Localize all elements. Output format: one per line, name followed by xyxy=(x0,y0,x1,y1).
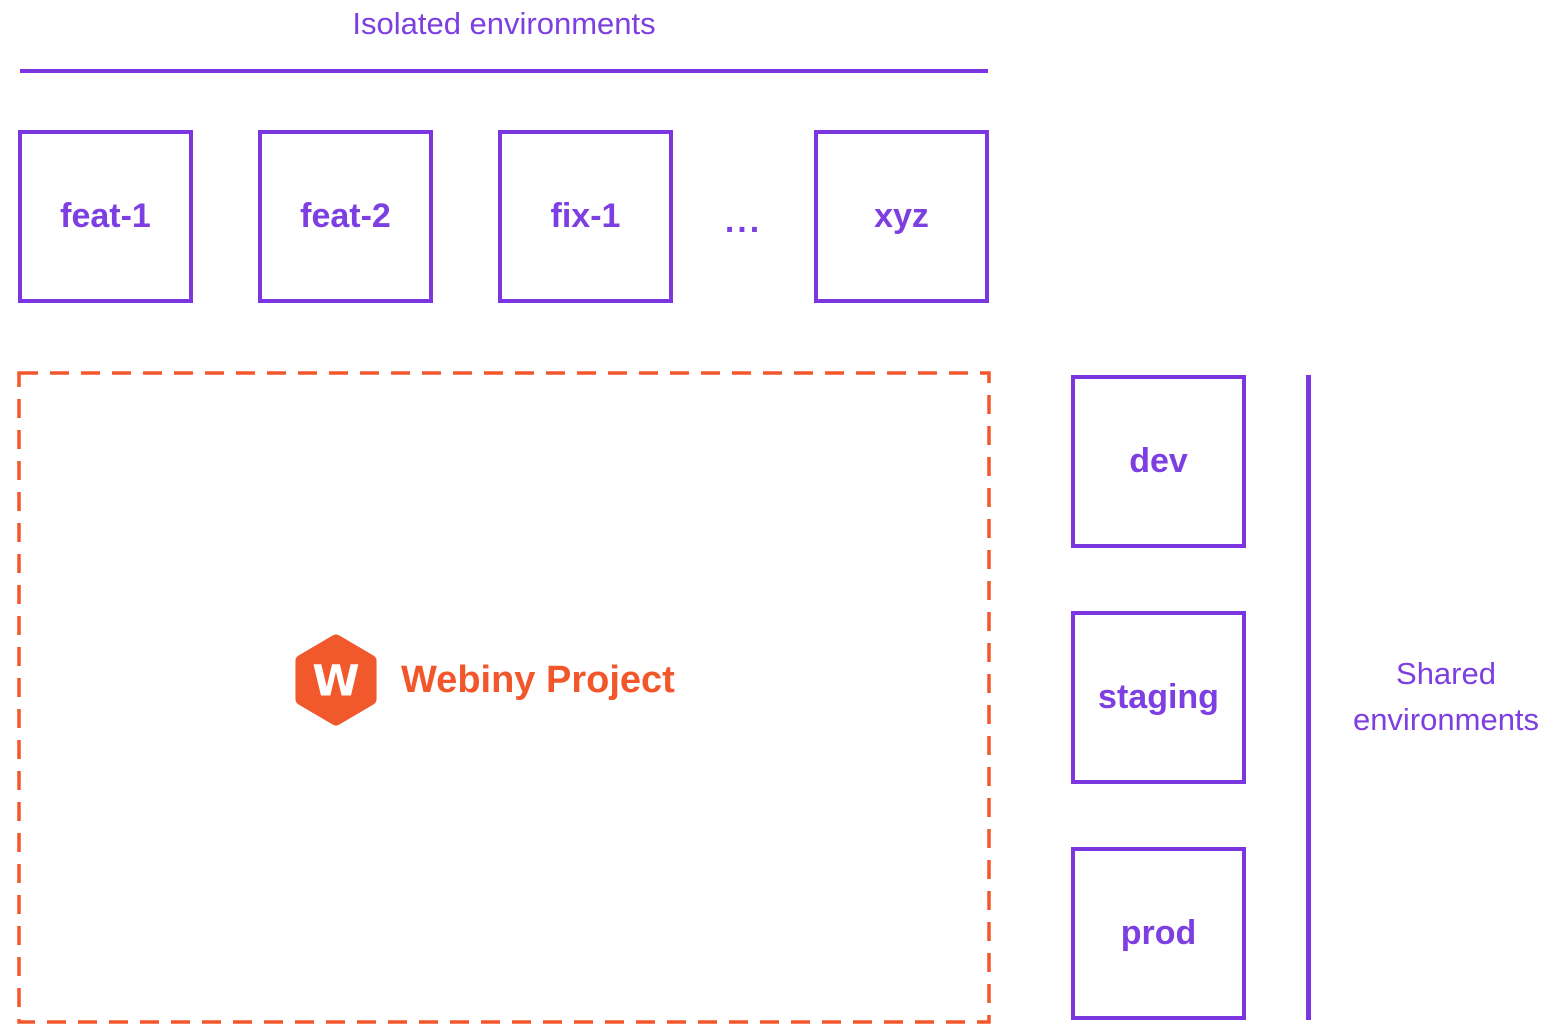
env-box-label: staging xyxy=(1098,678,1219,716)
webiny-logo-letter: W xyxy=(312,657,359,707)
env-box-fix-1: fix-1 xyxy=(498,130,673,303)
env-box-staging: staging xyxy=(1071,611,1246,784)
shared-environments-divider xyxy=(1306,375,1311,1020)
ellipsis-text: ... xyxy=(724,202,763,240)
env-box-label: feat-2 xyxy=(300,197,391,235)
env-box-prod: prod xyxy=(1071,847,1246,1020)
env-box-xyz: xyz xyxy=(814,130,989,303)
env-box-feat-1: feat-1 xyxy=(18,130,193,303)
isolated-environments-underline xyxy=(20,69,988,73)
webiny-logo-icon: W xyxy=(295,634,377,726)
shared-environments-title: Shared environments xyxy=(1352,656,1540,737)
more-environments-ellipsis: ... xyxy=(673,130,814,303)
env-box-label: feat-1 xyxy=(60,197,151,235)
project-name-label: Webiny Project xyxy=(401,658,675,701)
env-box-label: fix-1 xyxy=(550,197,621,235)
env-box-feat-2: feat-2 xyxy=(258,130,433,303)
env-box-dev: dev xyxy=(1071,375,1246,548)
env-box-label: xyz xyxy=(874,197,929,235)
env-box-label: prod xyxy=(1120,914,1197,952)
isolated-environments-title: Isolated environments xyxy=(352,6,656,41)
webiny-project-logo-row: W Webiny Project xyxy=(293,634,675,726)
env-box-label: dev xyxy=(1129,442,1188,480)
